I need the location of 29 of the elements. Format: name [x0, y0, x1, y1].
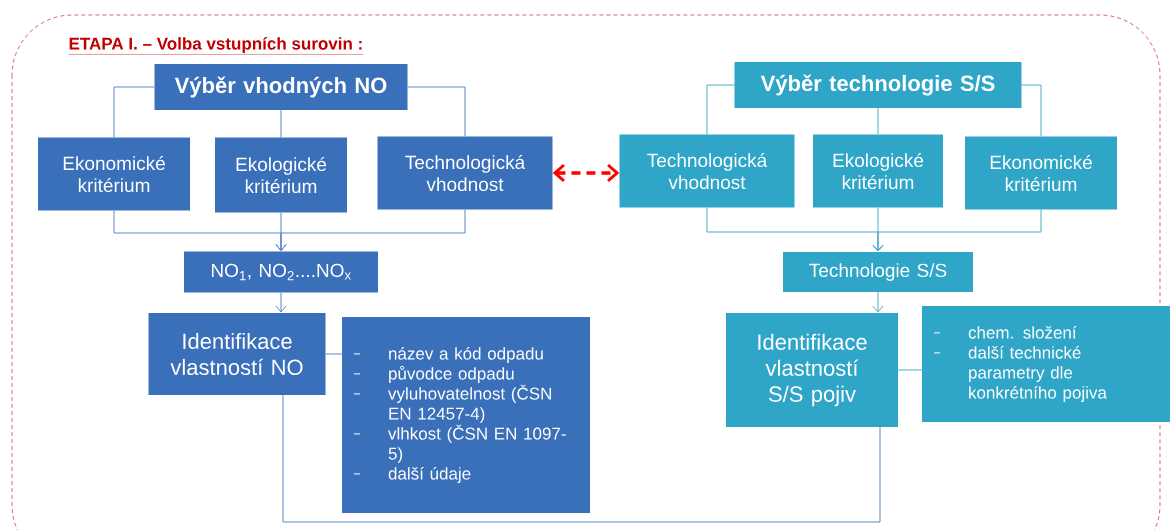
connector-line	[877, 107, 879, 135]
double-arrow	[552, 163, 620, 183]
arrow	[872, 291, 884, 313]
arrow	[872, 209, 1042, 252]
connector-line	[282, 394, 881, 523]
connector-line	[325, 353, 343, 355]
result-box: Technologie S/S	[783, 252, 973, 292]
title: ETAPA I. – Volba vstupních surovin :	[68, 37, 364, 55]
property-list-box: chem. složení další technické parametry dle konkrétního pojiva	[922, 306, 1170, 422]
criterion-box: Ekonomické kritérium	[965, 136, 1117, 210]
criterion-box: Ekonomické kritérium	[38, 137, 190, 211]
connector-line	[706, 84, 735, 135]
criterion-box: Ekologické kritérium	[813, 134, 943, 208]
connector-line	[280, 109, 282, 138]
connector-line	[113, 86, 155, 138]
heading-box: Výběr technologie S/S	[734, 62, 1022, 108]
heading-box: Výběr vhodných NO	[154, 64, 408, 110]
criterion-box: Ekologické kritérium	[215, 137, 347, 213]
result-box: NO$_{1}$, NO$_{2}$....NO$_{x}$	[184, 251, 378, 293]
arrow	[275, 209, 466, 251]
arrow	[275, 292, 287, 313]
property-list-box: název a kód odpadu původce odpadu vyluhovatelnost (ČSN EN 12457-4) vlhkost (ČSN EN 1097-5) další údaje	[342, 317, 590, 513]
process-box: Identifikace vlastností NO	[148, 313, 326, 395]
connector-line	[897, 369, 923, 371]
connector-line	[407, 86, 466, 137]
process-box: Identifikace vlastností S/S pojiv	[726, 313, 898, 427]
criterion-box: Technologická vhodnost	[619, 134, 795, 208]
connector-line	[1021, 84, 1042, 137]
criterion-box: Technologická vhodnost	[377, 136, 553, 210]
